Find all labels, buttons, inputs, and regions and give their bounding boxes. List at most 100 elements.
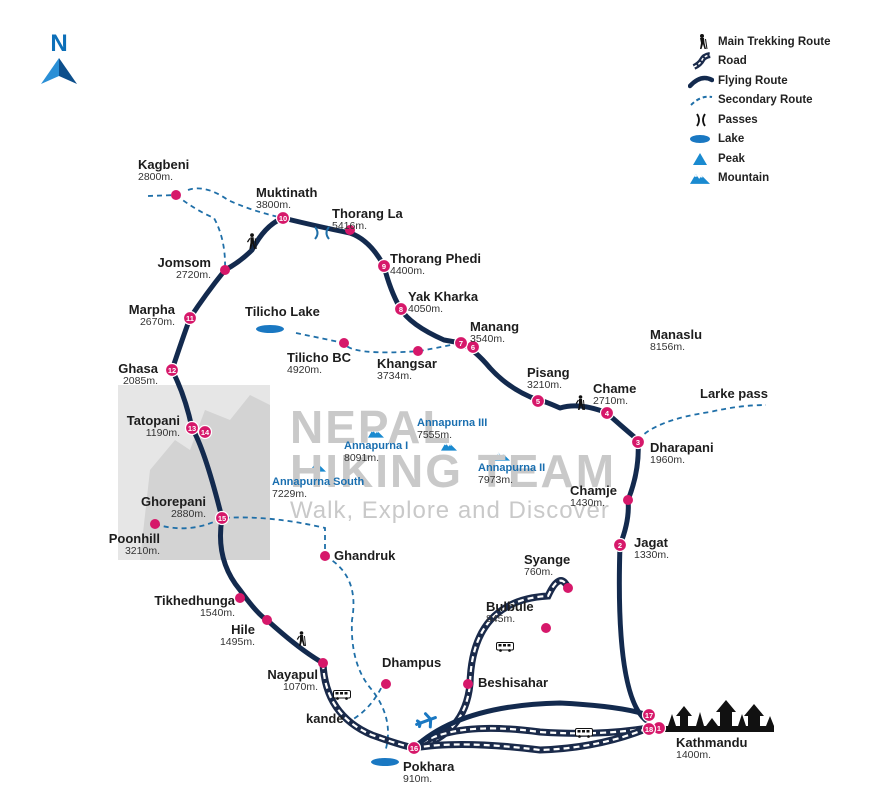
svg-text:6: 6 <box>471 343 475 352</box>
route-stop-7: 7 <box>453 335 469 351</box>
legend-label: Passes <box>718 113 758 126</box>
route-stop-15: 15 <box>214 510 230 526</box>
route-stop-4: 4 <box>599 405 615 421</box>
svg-text:12: 12 <box>168 366 176 375</box>
tilicho-lake-icon <box>256 325 284 333</box>
place-label-larke-pass: Larke pass <box>700 386 768 401</box>
watermark: NEPAL HIKING TEAM Walk, Explore and Disc… <box>290 401 690 525</box>
legend-row-road: Road <box>688 52 830 72</box>
legend-label: Secondary Route <box>718 94 813 107</box>
stop-marker-kagbeni <box>171 190 181 200</box>
legend-label: Road <box>718 55 747 68</box>
legend-row-passes: Passes <box>688 110 830 130</box>
stop-marker-khangsar <box>413 346 423 356</box>
flying-route-icon <box>688 75 714 88</box>
place-label-beshisahar: Beshisahar <box>478 675 549 690</box>
stop-marker-chamje <box>623 495 633 505</box>
pass-icon <box>696 113 706 127</box>
svg-text:9: 9 <box>382 262 386 271</box>
route-stop-11: 11 <box>182 310 198 326</box>
road-icon <box>692 52 711 70</box>
route-stop-3: 3 <box>630 434 646 450</box>
svg-text:1: 1 <box>657 724 661 733</box>
svg-text:10: 10 <box>279 214 287 223</box>
svg-text:11: 11 <box>186 314 194 323</box>
route-stop-12: 12 <box>164 362 180 378</box>
route-stop-13: 13 <box>184 420 200 436</box>
svg-text:13: 13 <box>188 424 196 433</box>
legend-row-lake: Lake <box>688 130 830 150</box>
flying-route <box>411 700 651 751</box>
route-stop-9: 9 <box>376 258 392 274</box>
legend-label: Main Trekking Route <box>718 35 831 48</box>
svg-text:15: 15 <box>218 514 226 523</box>
svg-text:8: 8 <box>399 305 403 314</box>
stop-marker-bulbule <box>541 623 551 633</box>
bus-icon <box>333 690 351 700</box>
stop-marker-jomsom <box>220 265 230 275</box>
place-label-kande: kande <box>306 711 344 726</box>
stop-marker-syange <box>563 583 573 593</box>
dashed-line-icon <box>690 95 713 106</box>
legend-row-secondary-route: Secondary Route <box>688 91 830 111</box>
lake-icon <box>690 135 710 144</box>
pass-icon <box>314 226 330 240</box>
place-label-dhampus: Dhampus <box>382 655 442 670</box>
legend-row-peak: Peak <box>688 149 830 169</box>
stop-marker-nayapul <box>318 658 328 668</box>
legend-row-flying-route: Flying Route <box>688 71 830 91</box>
route-stop-17: 17 <box>641 707 657 723</box>
svg-text:18: 18 <box>645 725 653 734</box>
svg-text:17: 17 <box>645 711 653 720</box>
route-stop-16: 16 <box>406 740 422 756</box>
bus-icon <box>496 642 514 652</box>
stop-marker-poonhill <box>150 519 160 529</box>
route-stop-10: 10 <box>275 210 291 226</box>
legend-label: Peak <box>718 152 745 165</box>
north-label: N <box>50 30 68 57</box>
legend-row-mountain: Mountain <box>688 169 830 189</box>
stop-marker-hile <box>262 615 272 625</box>
watermark-line-2: HIKING TEAM <box>290 445 617 497</box>
svg-text:14: 14 <box>201 428 210 437</box>
svg-text:3: 3 <box>636 438 640 447</box>
route-stop-5: 5 <box>530 393 546 409</box>
stop-marker-tikhedhunga <box>235 593 245 603</box>
airplane-icon <box>415 712 437 729</box>
north-arrow: N <box>37 32 81 91</box>
map-legend: Main Trekking Route Road Flying Route Se… <box>688 32 830 188</box>
watermark-line-1: NEPAL <box>290 401 453 453</box>
svg-text:4: 4 <box>605 409 610 418</box>
svg-text:7: 7 <box>459 339 463 348</box>
svg-text:16: 16 <box>410 744 418 753</box>
watermark-mountain-graphic <box>118 385 270 560</box>
bus-icon <box>575 728 593 738</box>
